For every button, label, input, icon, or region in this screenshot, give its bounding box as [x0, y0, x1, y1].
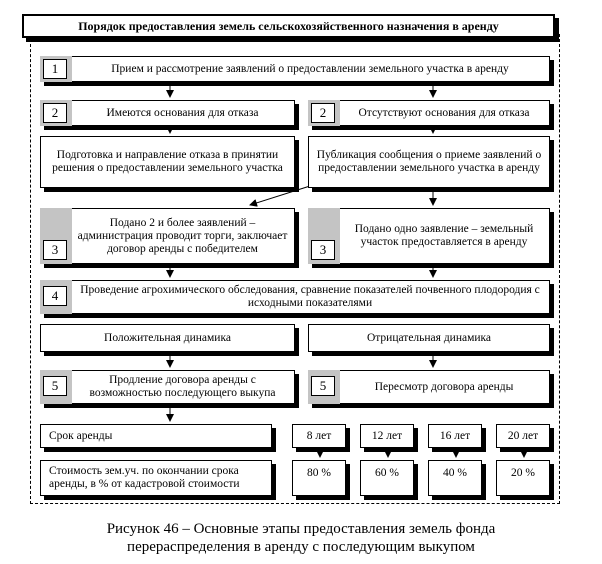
step5-revision-text: Пересмотр договора аренды	[374, 380, 514, 393]
step4-box: Проведение агрохимического обследования,…	[40, 280, 550, 314]
lease-term-label: Срок аренды	[49, 429, 113, 442]
step4-num: 4	[43, 286, 67, 306]
cost-80: 80 %	[292, 460, 346, 496]
step2-no-refusal-text: Отсутствуют основания для отказа	[358, 106, 530, 119]
cost-label-box: Стоимость зем.уч. по окончании срока аре…	[40, 460, 272, 496]
publication-box: Публикация сообщения о приеме заявлений …	[308, 136, 550, 188]
positive-dynamics-text: Положительная динамика	[104, 331, 231, 344]
lease-term-20-text: 20 лет	[507, 429, 539, 442]
lease-term-12-text: 12 лет	[371, 429, 403, 442]
step5-extension-text: Продление договора аренды с возможностью…	[89, 374, 276, 399]
step5-right-num: 5	[311, 376, 335, 396]
cost-60-text: 60 %	[375, 467, 399, 479]
step3-left-num: 3	[43, 240, 67, 260]
negative-dynamics-box: Отрицательная динамика	[308, 324, 550, 352]
lease-term-8-text: 8 лет	[306, 429, 332, 442]
step3-single-text: Подано одно заявление – земельный участо…	[354, 223, 534, 248]
lease-term-8: 8 лет	[292, 424, 346, 448]
cost-40-text: 40 %	[443, 467, 467, 479]
lease-term-16-text: 16 лет	[439, 429, 471, 442]
step5-revision-box: Пересмотр договора аренды	[308, 370, 550, 404]
step1-box: Прием и рассмотрение заявлений о предост…	[40, 56, 550, 82]
refusal-preparation-box: Подготовка и направление отказа в принят…	[40, 136, 295, 188]
negative-dynamics-text: Отрицательная динамика	[366, 331, 492, 344]
lease-term-label-box: Срок аренды	[40, 424, 272, 448]
step2-no-refusal-box: Отсутствуют основания для отказа	[308, 100, 550, 126]
refusal-preparation-text: Подготовка и направление отказа в принят…	[52, 149, 283, 174]
cost-40: 40 %	[428, 460, 482, 496]
lease-term-12: 12 лет	[360, 424, 414, 448]
step3-auction-box: Подано 2 и более заявлений – администрац…	[40, 208, 295, 264]
figure-caption-line1: Рисунок 46 – Основные этапы предоставлен…	[106, 521, 496, 537]
step4-text: Проведение агрохимического обследования,…	[80, 284, 540, 309]
step2-right-num: 2	[311, 103, 335, 123]
cost-20: 20 %	[496, 460, 550, 496]
step2-refusal-text: Имеются основания для отказа	[106, 106, 259, 119]
step3-single-box: Подано одно заявление – земельный участо…	[308, 208, 550, 264]
figure-caption-line2: перераспределения в аренду с последующим…	[127, 539, 475, 555]
step3-auction-text: Подано 2 и более заявлений – администрац…	[77, 216, 288, 255]
step2-refusal-box: Имеются основания для отказа	[40, 100, 295, 126]
step5-extension-box: Продление договора аренды с возможностью…	[40, 370, 295, 404]
cost-label: Стоимость зем.уч. по окончании срока аре…	[49, 465, 240, 490]
diagram-title: Порядок предоставления земель сельскохоз…	[22, 14, 555, 38]
step1-num: 1	[43, 59, 67, 79]
step3-right-num: 3	[311, 240, 335, 260]
publication-text: Публикация сообщения о приеме заявлений …	[316, 149, 542, 174]
cost-20-text: 20 %	[511, 467, 535, 479]
step1-text: Прием и рассмотрение заявлений о предост…	[111, 62, 509, 75]
lease-term-16: 16 лет	[428, 424, 482, 448]
step5-left-num: 5	[43, 376, 67, 396]
step2-left-num: 2	[43, 103, 67, 123]
lease-term-20: 20 лет	[496, 424, 550, 448]
cost-60: 60 %	[360, 460, 414, 496]
cost-80-text: 80 %	[307, 467, 331, 479]
positive-dynamics-box: Положительная динамика	[40, 324, 295, 352]
